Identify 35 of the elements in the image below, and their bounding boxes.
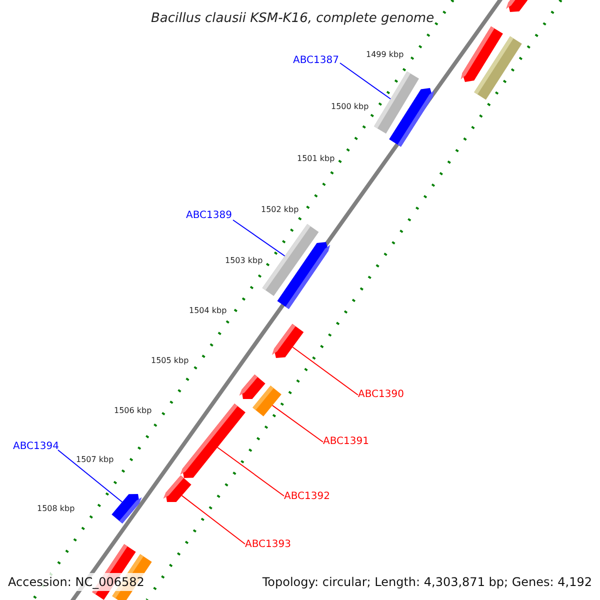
position-label: 1506 kbp — [114, 406, 152, 416]
title: Bacillus clausii KSM-K16, complete genome — [151, 10, 434, 28]
gene-feature — [474, 36, 522, 100]
leader-line — [181, 495, 246, 544]
gene-label: ABC1393 — [245, 538, 291, 552]
gene-feature — [389, 88, 434, 147]
gene-label: ABC1392 — [284, 490, 330, 504]
position-label: 1502 kbp — [261, 205, 299, 215]
gene-label: ABC1387 — [293, 54, 339, 68]
position-label: 1500 kbp — [331, 102, 369, 112]
position-label: 1507 kbp — [76, 455, 114, 465]
leader-line — [216, 446, 284, 496]
position-label: 1505 kbp — [151, 356, 189, 366]
position-label: 1504 kbp — [189, 306, 227, 316]
gene-feature — [112, 494, 142, 524]
gene-label: ABC1391 — [323, 435, 369, 449]
gene-feature — [277, 242, 330, 309]
leader-line — [232, 220, 286, 256]
gene-feature — [252, 386, 282, 416]
gene-label: ABC1389 — [186, 209, 232, 223]
gene-feature — [180, 404, 246, 478]
leader-line — [272, 404, 324, 442]
gene-feature — [272, 324, 304, 358]
position-label: 1503 kbp — [225, 256, 263, 266]
gene-label: ABC1390 — [358, 388, 404, 402]
gene-feature — [239, 374, 266, 399]
leader-line — [58, 450, 123, 502]
gene-feature — [506, 0, 528, 12]
leader-line — [340, 62, 391, 100]
position-label: 1508 kbp — [37, 504, 75, 514]
position-label: 1501 kbp — [297, 154, 335, 164]
gene-feature — [163, 475, 192, 502]
gene-label: ABC1394 — [13, 440, 59, 454]
leader-line — [292, 346, 358, 396]
position-label: 1499 kbp — [366, 50, 404, 60]
